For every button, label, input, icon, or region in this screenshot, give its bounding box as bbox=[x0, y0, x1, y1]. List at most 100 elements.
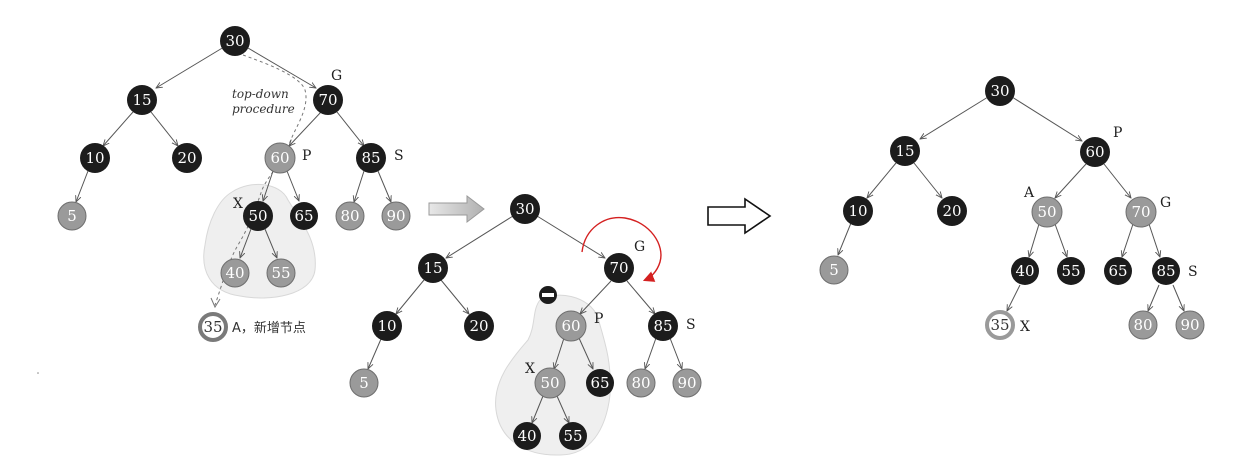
svg-text:15: 15 bbox=[132, 91, 151, 109]
new-node-caption: A，新增节点 bbox=[232, 320, 306, 336]
node-50: 50 bbox=[1031, 196, 1063, 228]
label-X: X bbox=[525, 361, 535, 377]
node-5: 5 bbox=[57, 201, 87, 231]
svg-text:35: 35 bbox=[990, 316, 1009, 334]
node-65: 65 bbox=[586, 369, 614, 397]
node-80: 80 bbox=[335, 201, 365, 231]
edges-diagram-3 bbox=[838, 96, 1184, 311]
node-15: 15 bbox=[127, 85, 157, 115]
svg-text:85: 85 bbox=[361, 149, 380, 167]
svg-text:85: 85 bbox=[653, 317, 672, 335]
diagram-1-before-insert: 30 15 70 10 20 60 85 5 50 65 80 90 40 55… bbox=[57, 26, 411, 342]
node-60: 60 bbox=[555, 310, 587, 342]
node-30: 30 bbox=[510, 194, 540, 224]
node-10: 10 bbox=[80, 143, 110, 173]
node-20: 20 bbox=[937, 196, 967, 226]
svg-text:65: 65 bbox=[590, 374, 609, 392]
svg-text:50: 50 bbox=[540, 374, 559, 392]
svg-text:80: 80 bbox=[340, 207, 359, 225]
svg-text:50: 50 bbox=[1037, 203, 1056, 221]
node-35-new: 35 bbox=[198, 312, 228, 342]
node-85: 85 bbox=[648, 311, 678, 341]
node-10: 10 bbox=[372, 311, 402, 341]
label-P: P bbox=[594, 311, 603, 327]
edges-diagram-2 bbox=[368, 215, 682, 423]
svg-text:15: 15 bbox=[895, 142, 914, 160]
label-G: G bbox=[634, 239, 645, 255]
svg-text:30: 30 bbox=[225, 32, 244, 50]
node-50: 50 bbox=[243, 201, 273, 231]
label-X: X bbox=[1020, 319, 1030, 335]
svg-text:10: 10 bbox=[848, 202, 867, 220]
node-40: 40 bbox=[513, 422, 541, 450]
node-15: 15 bbox=[890, 136, 920, 166]
svg-text:65: 65 bbox=[1108, 262, 1127, 280]
node-55: 55 bbox=[266, 258, 296, 288]
node-10: 10 bbox=[843, 196, 873, 226]
svg-text:90: 90 bbox=[386, 207, 405, 225]
svg-text:10: 10 bbox=[85, 149, 104, 167]
svg-text:35: 35 bbox=[203, 318, 222, 336]
svg-text:40: 40 bbox=[517, 427, 536, 445]
node-70: 70 bbox=[313, 85, 343, 115]
diagram-3-after-rotation: 30 15 60 10 20 50 70 5 40 55 65 85 35 80… bbox=[819, 76, 1205, 340]
node-5: 5 bbox=[349, 368, 379, 398]
node-65: 65 bbox=[1104, 257, 1132, 285]
diagram-2-rotation: 30 15 70 10 20 60 85 5 50 65 80 90 40 55… bbox=[349, 194, 702, 456]
rotation-arrow bbox=[581, 216, 662, 282]
svg-text:80: 80 bbox=[631, 374, 650, 392]
node-20: 20 bbox=[172, 143, 202, 173]
node-90: 90 bbox=[1175, 310, 1205, 340]
svg-text:5: 5 bbox=[359, 374, 369, 392]
label-S: S bbox=[1188, 264, 1198, 280]
label-A: A bbox=[1023, 185, 1035, 201]
node-50: 50 bbox=[534, 367, 566, 399]
node-40: 40 bbox=[1011, 257, 1039, 285]
svg-text:55: 55 bbox=[563, 427, 582, 445]
node-80: 80 bbox=[626, 368, 656, 398]
svg-text:40: 40 bbox=[225, 264, 244, 282]
node-90: 90 bbox=[381, 201, 411, 231]
node-5: 5 bbox=[819, 255, 849, 285]
svg-text:70: 70 bbox=[609, 259, 628, 277]
svg-text:15: 15 bbox=[423, 259, 442, 277]
svg-text:20: 20 bbox=[177, 149, 196, 167]
node-20: 20 bbox=[464, 311, 494, 341]
node-80: 80 bbox=[1128, 310, 1158, 340]
svg-text:90: 90 bbox=[1180, 316, 1199, 334]
svg-text:10: 10 bbox=[377, 317, 396, 335]
label-X: X bbox=[233, 196, 243, 212]
svg-text:60: 60 bbox=[270, 149, 289, 167]
annotation-procedure: procedure bbox=[232, 102, 295, 116]
node-85: 85 bbox=[1152, 257, 1180, 285]
svg-text:85: 85 bbox=[1156, 262, 1175, 280]
svg-text:50: 50 bbox=[248, 207, 267, 225]
svg-text:55: 55 bbox=[271, 264, 290, 282]
svg-text:70: 70 bbox=[1131, 203, 1150, 221]
svg-text:60: 60 bbox=[1085, 143, 1104, 161]
svg-text:5: 5 bbox=[67, 207, 77, 225]
annotation-top-down: top-down bbox=[232, 87, 289, 101]
svg-text:70: 70 bbox=[318, 91, 337, 109]
transition-arrow-gray bbox=[428, 194, 485, 224]
transition-arrow-outline bbox=[707, 197, 772, 235]
svg-text:30: 30 bbox=[990, 82, 1009, 100]
node-90: 90 bbox=[672, 368, 702, 398]
speck-mark bbox=[37, 372, 39, 374]
node-30: 30 bbox=[985, 76, 1015, 106]
svg-text:20: 20 bbox=[469, 317, 488, 335]
svg-text:90: 90 bbox=[677, 374, 696, 392]
minus-sign-icon bbox=[539, 286, 557, 304]
svg-text:5: 5 bbox=[829, 261, 839, 279]
node-55: 55 bbox=[1057, 257, 1085, 285]
node-40: 40 bbox=[220, 258, 250, 288]
label-P: P bbox=[1113, 125, 1122, 141]
label-S: S bbox=[686, 317, 696, 333]
edges-diagram-1 bbox=[76, 46, 391, 258]
node-65: 65 bbox=[290, 202, 318, 230]
label-S: S bbox=[394, 148, 404, 164]
svg-text:60: 60 bbox=[561, 317, 580, 335]
node-55: 55 bbox=[559, 422, 587, 450]
label-P: P bbox=[302, 148, 311, 164]
